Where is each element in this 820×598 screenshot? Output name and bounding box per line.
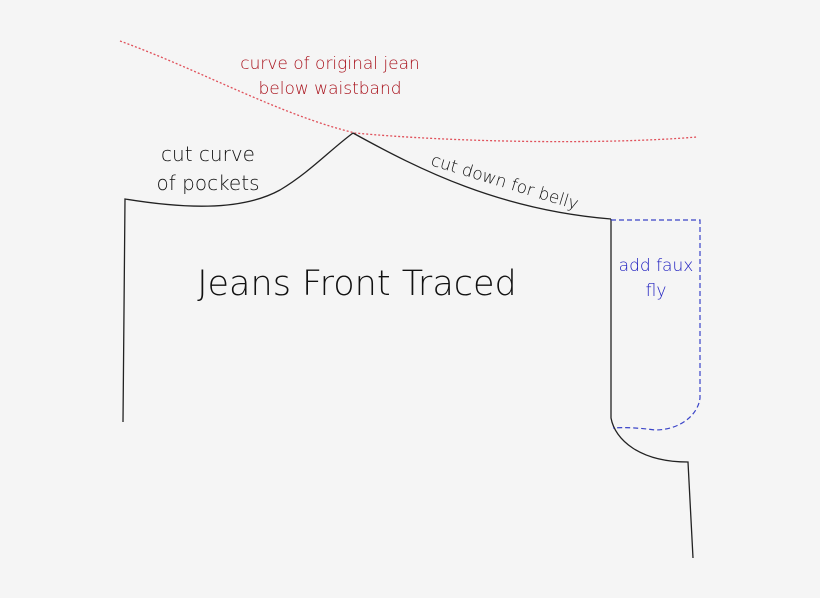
original-curve-label-line1: curve of original jean [240,54,420,74]
belly-cut-line [352,132,612,220]
pocket-curve-label-line2: of pockets [157,171,260,195]
original-jean-curve [119,40,698,143]
faux-fly-label-line1: add faux [619,256,694,276]
pattern-outline-left [122,132,354,423]
faux-fly-label-line2: fly [646,281,667,301]
diagram-title: Jeans Front Traced [197,264,517,304]
faux-fly-outline [611,219,701,431]
belly-cut-label: cut down for belly [429,151,581,215]
crotch-outline [610,219,694,559]
pocket-curve-label-line1: cut curve [161,142,255,166]
original-curve-label-line2: below waistband [258,79,401,99]
